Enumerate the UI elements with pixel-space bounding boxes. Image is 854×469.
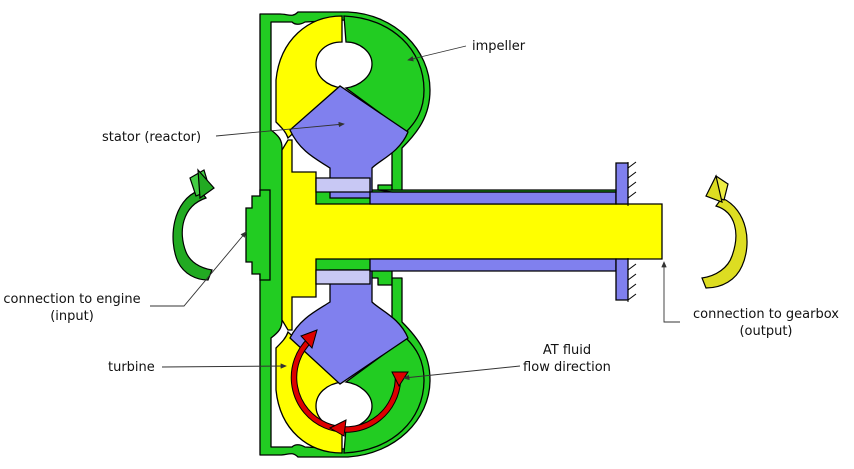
svg-text:turbine: turbine [108,360,155,375]
turbine-hub-and-output-shaft [281,139,663,331]
svg-text:impeller: impeller [472,39,526,54]
engine-connection-boss [245,189,271,281]
label-engine-connection: connection to engine (input) [3,231,247,324]
label-impeller: impeller [407,39,526,62]
label-stator: stator (reactor) [102,121,345,145]
label-turbine: turbine [108,360,287,375]
output-rotation-arrow [701,174,748,289]
ground-hatching [627,161,637,302]
svg-text:(input): (input) [50,309,94,324]
svg-text:connection to engine: connection to engine [3,292,140,307]
input-rotation-arrow [172,168,215,281]
svg-text:connection to gearbox: connection to gearbox [693,307,839,322]
label-fluid-flow: AT fluid flow direction [403,343,611,381]
turbine-blade-lower [275,330,344,454]
fluid-flow-arrow [290,329,409,437]
svg-text:flow direction: flow direction [523,360,611,375]
turbine-blade-upper [275,15,344,140]
stator [289,85,629,385]
impeller-hub-sleeve [377,189,617,193]
svg-text:(output): (output) [739,324,792,339]
svg-text:stator (reactor): stator (reactor) [102,130,201,145]
svg-text:AT fluid: AT fluid [543,343,591,358]
label-gearbox-connection: connection to gearbox (output) [661,261,839,339]
